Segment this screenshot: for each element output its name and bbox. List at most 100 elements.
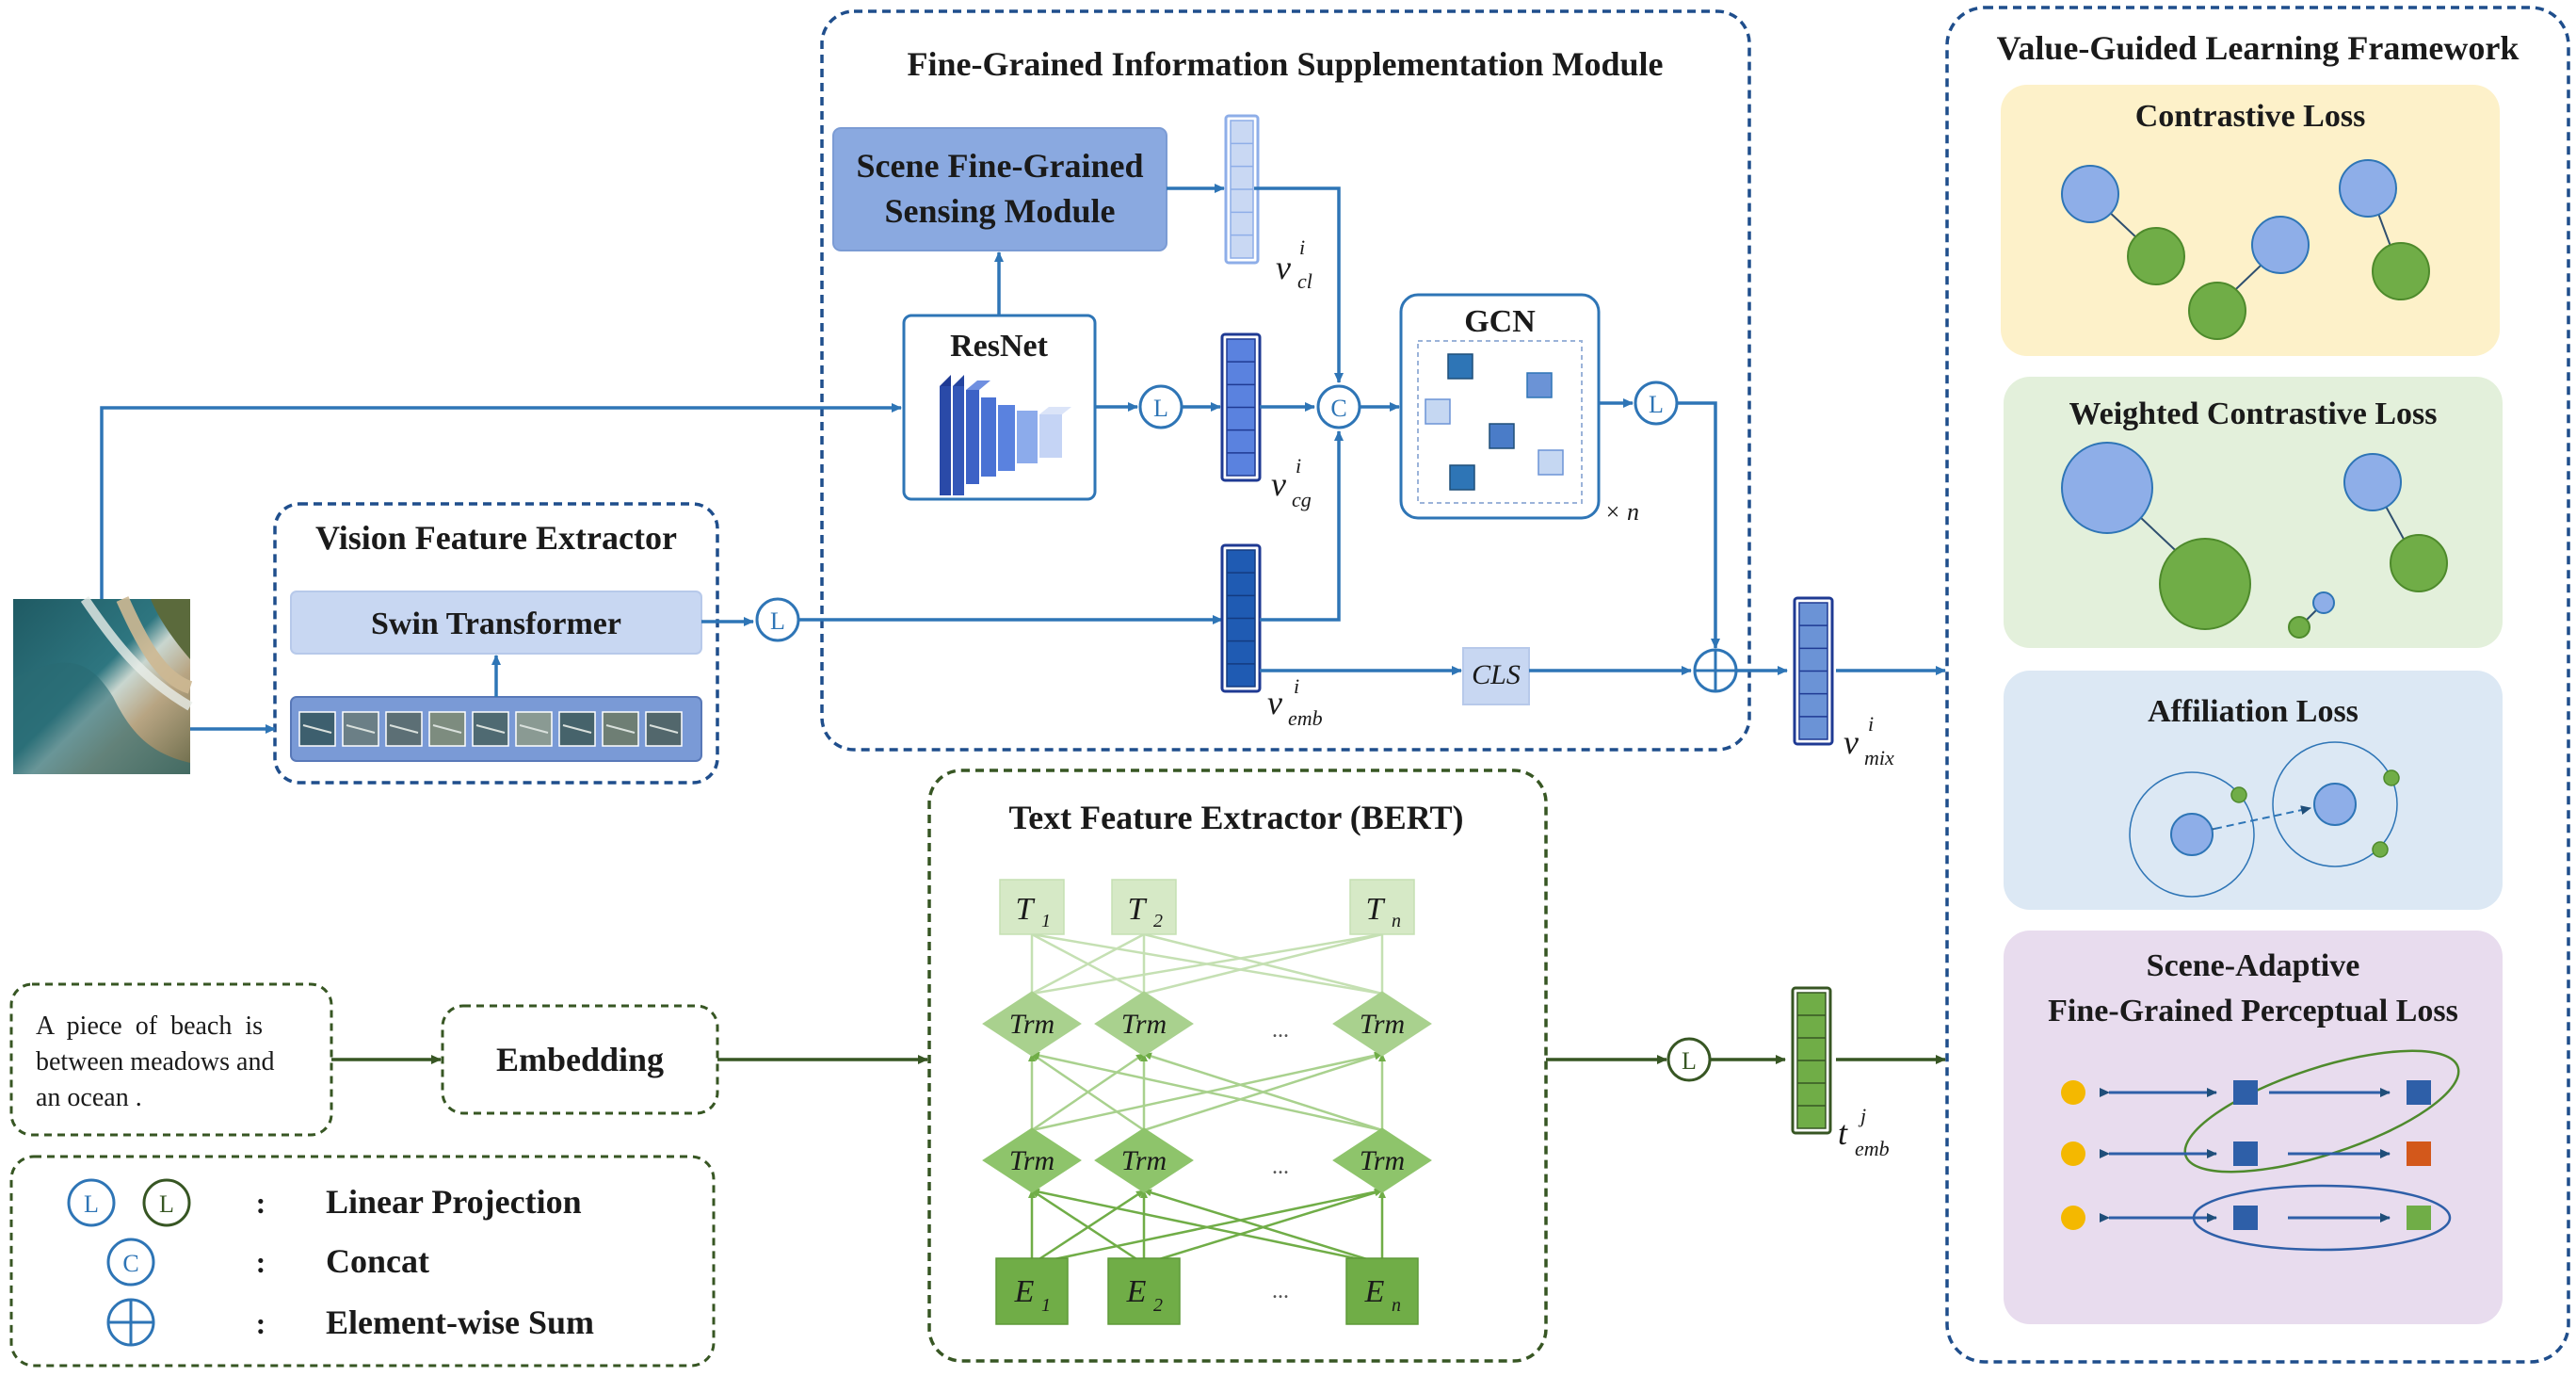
- bert-node: [1111, 879, 1177, 935]
- svg-text:i: i: [1296, 454, 1301, 478]
- bert-label: 2: [1153, 911, 1163, 931]
- svg-text:i: i: [1868, 712, 1874, 736]
- resnet-label: ResNet: [950, 329, 1049, 364]
- svg-text:v: v: [1271, 465, 1286, 503]
- legend-linear-blue-icon: [67, 1178, 116, 1227]
- svg-text:v: v: [1267, 684, 1282, 721]
- contrastive-loss-nodes: [2061, 159, 2430, 340]
- sfpl-diagram: [2061, 1049, 2460, 1252]
- bert-label: Trm: [1009, 1145, 1055, 1176]
- gcn-nodes: [1425, 353, 1564, 491]
- bert-connection: [1143, 1189, 1383, 1266]
- bert-connection: [1031, 1189, 1145, 1266]
- linear-projection-op-2: L: [1138, 384, 1183, 429]
- legend-sep-3: :: [256, 1306, 266, 1340]
- svg-text:i: i: [1294, 674, 1299, 698]
- vector-temb: [1791, 986, 1832, 1135]
- legend-sum-label: Element-wise Sum: [326, 1303, 594, 1341]
- affiliation-loss-nodes: [2129, 741, 2400, 898]
- embedding-label: Embedding: [496, 1041, 664, 1078]
- bert-label: n: [1392, 1295, 1401, 1316]
- legend-linear-green-icon: [142, 1178, 191, 1227]
- bert-label: Trm: [1009, 1009, 1055, 1040]
- svg-text:L: L: [84, 1190, 99, 1218]
- legend-concat-label: Concat: [326, 1242, 429, 1280]
- bert-label: E: [1014, 1274, 1035, 1309]
- legend-linear-label: Linear Projection: [326, 1183, 582, 1221]
- vector-mix: [1793, 596, 1834, 746]
- bert-label: 2: [1153, 1295, 1163, 1316]
- temb-label: t j emb: [1838, 1104, 1890, 1160]
- legend-frame: [9, 1155, 716, 1368]
- svg-text:v: v: [1276, 249, 1291, 286]
- bert-connection: [1143, 1052, 1383, 1132]
- image-to-resnet-arrow: [100, 403, 902, 599]
- patch-mark: [302, 724, 332, 734]
- bert-connection: [1031, 932, 1145, 996]
- sfpl-title-line1: Scene-Adaptive: [2147, 948, 2360, 983]
- patch-mark: [475, 724, 506, 734]
- svg-text:i: i: [1299, 235, 1305, 259]
- fism-frame: [820, 9, 1751, 752]
- legend-sum-icon: [106, 1298, 155, 1347]
- sfsm-line2: Sensing Module: [884, 192, 1115, 230]
- patch-mark: [562, 724, 592, 734]
- bert-label: ...: [1272, 1155, 1289, 1179]
- bert-label: 1: [1041, 911, 1051, 931]
- linear-projection-op-3: L: [1634, 380, 1679, 426]
- bert-label: ...: [1272, 1018, 1289, 1043]
- contrastive-loss-title: Contrastive Loss: [2135, 99, 2366, 134]
- bert-node: [1107, 1257, 1181, 1325]
- bert-label: ...: [1272, 1279, 1289, 1303]
- embedding-frame: [441, 1004, 719, 1115]
- linear-op-label-2: L: [1153, 395, 1168, 422]
- contrastive-loss-panel: [2001, 85, 2500, 356]
- vgl-title: Value-Guided Learning Framework: [1997, 29, 2520, 67]
- caption-line2: between meadows and: [36, 1047, 274, 1077]
- bert-connection: [1031, 1188, 1383, 1266]
- weighted-contrastive-loss-panel: [2004, 377, 2503, 648]
- svg-text:cl: cl: [1297, 269, 1312, 293]
- bert-connection: [1031, 932, 1383, 996]
- bert-label: Trm: [1360, 1009, 1405, 1040]
- vgl-frame: [1945, 6, 2570, 1364]
- bert-node: [1332, 1127, 1432, 1193]
- bert-connection: [1031, 1052, 1145, 1132]
- sfsm-line1: Scene Fine-Grained: [857, 147, 1144, 185]
- svg-text:j: j: [1858, 1104, 1866, 1127]
- bert-node: [1349, 879, 1415, 935]
- sfpl-panel: [2004, 931, 2503, 1324]
- image-patches: [298, 711, 683, 747]
- sfpl-title-line2: Fine-Grained Perceptual Loss: [2048, 994, 2458, 1028]
- patch-mark: [432, 724, 462, 734]
- text-linear-projection-op: L: [1666, 1037, 1712, 1082]
- svg-text:emb: emb: [1288, 706, 1323, 730]
- svg-text:mix: mix: [1864, 746, 1894, 769]
- cls-label: CLS: [1472, 659, 1521, 690]
- bert-label: T: [1016, 892, 1036, 927]
- vemb-to-concat-arrow: [1260, 430, 1344, 622]
- linear-to-sum-arrow: [1677, 401, 1720, 649]
- vcl-label: v i cl: [1276, 235, 1312, 293]
- vcg-label: v i cg: [1271, 454, 1312, 511]
- tfe-frame: [927, 769, 1548, 1363]
- weighted-contrastive-loss-nodes: [2061, 442, 2448, 639]
- input-image: [13, 596, 193, 774]
- bert-node: [1345, 1257, 1419, 1325]
- bert-label: T: [1128, 892, 1148, 927]
- vemb-label: v i emb: [1267, 674, 1323, 730]
- patch-mark: [519, 724, 549, 734]
- bert-label: Trm: [1121, 1145, 1167, 1176]
- vfe-title: Vision Feature Extractor: [315, 519, 677, 557]
- bert-connection: [1143, 932, 1383, 996]
- bert-node: [995, 1257, 1069, 1325]
- vmix-label: v i mix: [1843, 712, 1894, 769]
- patch-mark: [389, 724, 419, 734]
- bert-node: [999, 879, 1065, 935]
- caption-line1: A piece of beach is: [36, 1012, 263, 1041]
- tfe-title: Text Feature Extractor (BERT): [1009, 799, 1464, 836]
- concat-op: C: [1316, 384, 1361, 429]
- bert-label: E: [1126, 1274, 1147, 1309]
- linear-op-label: L: [770, 607, 785, 635]
